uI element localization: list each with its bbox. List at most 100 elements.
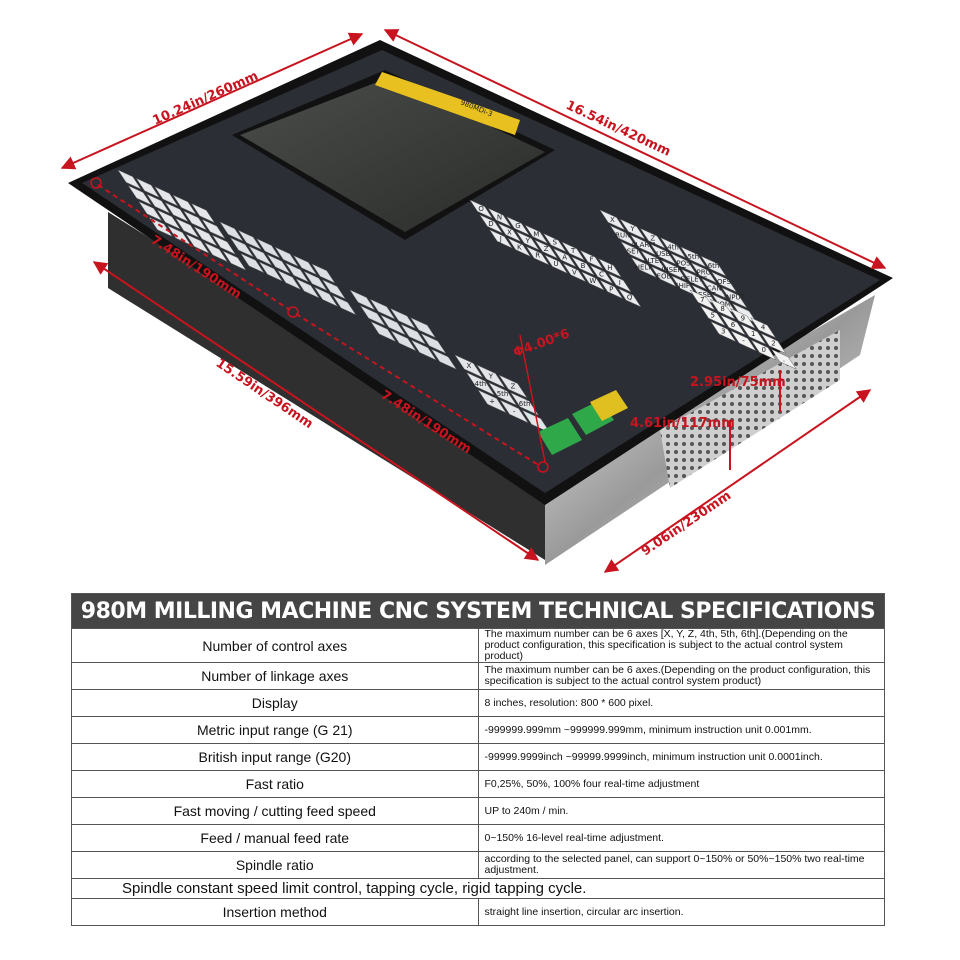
digit-key <box>699 305 726 327</box>
left-key <box>117 169 142 190</box>
left-key <box>185 233 210 254</box>
table-row: British input range (G20)-99999.9999inch… <box>71 743 885 771</box>
spec-value: according to the selected panel, can sup… <box>477 851 885 879</box>
left-key <box>172 194 197 215</box>
left-key <box>164 202 189 223</box>
address-key-label: Z <box>544 245 549 253</box>
address-key-label: S <box>553 239 558 247</box>
digit-key <box>710 321 737 343</box>
digit-key <box>709 298 736 320</box>
digit-key <box>740 323 767 345</box>
address-key <box>599 279 624 299</box>
digit-key <box>750 339 777 361</box>
spec-parameter: Number of linkage axes <box>71 662 479 690</box>
jog-key-label: 6th <box>519 400 531 408</box>
function-key-label: HOME <box>714 300 735 308</box>
function-key-label: RESET <box>693 291 716 299</box>
spec-value: 8 inches, resolution: 800 * 600 pixel. <box>477 689 885 717</box>
spec-value: 0~150% 16-level real-time adjustment. <box>477 824 885 852</box>
mid-key <box>229 237 254 258</box>
address-key-label: H <box>607 264 612 272</box>
cycle-start-button <box>538 418 582 455</box>
function-key <box>721 287 748 309</box>
function-key-label: SHIFT <box>674 282 695 290</box>
function-key-label: EOB <box>657 273 672 281</box>
spec-value: The maximum number can be 6 axes [X, Y, … <box>477 628 885 663</box>
address-key-label: O <box>478 205 484 213</box>
spec-parameter: Fast moving / cutting feed speed <box>71 797 479 825</box>
address-key-label: G <box>515 222 520 230</box>
function-key <box>650 266 677 288</box>
address-key <box>607 273 632 293</box>
digit-key-label: 6 <box>731 321 736 329</box>
jog-key-label: + <box>489 397 495 405</box>
spec-parameter: Insertion method <box>71 898 479 926</box>
address-key-label: I <box>619 279 621 287</box>
table-row-merged: Spindle constant speed limit control, ta… <box>71 878 885 899</box>
digit-key-label: 9 <box>741 314 745 322</box>
jog-key-label: 5th <box>497 390 509 398</box>
function-key-label: DELETE <box>681 275 708 283</box>
digit-key <box>719 314 747 336</box>
spec-value: The maximum number can be 6 axes.(Depend… <box>477 662 885 690</box>
digit-key <box>729 307 756 329</box>
address-key-label: U <box>553 260 558 268</box>
address-key-label: M <box>533 230 539 238</box>
digit-key-label: 0 <box>761 346 765 354</box>
left-keypad <box>117 169 247 271</box>
address-key <box>589 264 614 285</box>
left-key <box>193 226 218 247</box>
left-key <box>135 177 160 199</box>
address-key-label: F <box>590 255 594 263</box>
address-key <box>581 271 605 291</box>
spec-table: 980M MILLING MACHINE CNC SYSTEM TECHNICA… <box>71 593 885 926</box>
jog-key-label: Y <box>488 372 494 380</box>
left-key <box>154 186 179 207</box>
dimension-lines <box>60 29 887 573</box>
function-key-label: INPUT <box>724 294 746 302</box>
digit-key <box>730 330 757 352</box>
address-key-label: V <box>572 269 577 277</box>
jog-key-label: Z <box>511 382 516 390</box>
digit-key-label: 7 <box>700 296 704 304</box>
spec-value: UP to 240m / min. <box>477 797 885 825</box>
left-key <box>201 218 226 240</box>
mid-key <box>256 238 281 259</box>
function-key-label: INSERT <box>661 266 687 274</box>
spec-parameter: Number of control axes <box>71 628 479 663</box>
digit-key <box>770 348 797 370</box>
address-key-label: K <box>517 243 522 251</box>
address-key-label: J <box>499 235 502 243</box>
spec-parameter: Fast ratio <box>71 770 479 798</box>
spec-parameter: Metric input range (G 21) <box>71 716 479 744</box>
function-key <box>710 271 738 293</box>
left-key <box>174 217 200 239</box>
jog-key-label: X <box>466 362 471 370</box>
address-key-label: A <box>562 254 567 262</box>
address-key-label: Q <box>627 294 633 302</box>
digit-key-label: - <box>742 337 745 345</box>
address-key-label: C <box>599 270 604 278</box>
address-key <box>617 288 642 308</box>
dim-bottom-right: 9.06in/230mm <box>639 488 734 559</box>
left-key <box>190 203 216 224</box>
function-key <box>701 277 728 300</box>
spec-merged-value: Spindle constant speed limit control, ta… <box>71 878 885 899</box>
digit-key-label: 1 <box>751 330 755 338</box>
function-key-label: X <box>610 216 615 224</box>
spec-value: straight line insertion, circular arc in… <box>477 898 885 926</box>
address-key-label: T <box>570 247 576 255</box>
left-key <box>156 209 181 230</box>
function-key-label: RUN <box>615 232 630 240</box>
spec-value: -999999.999mm ~999999.999mm, minimum ins… <box>477 716 885 744</box>
table-title: 980M MILLING MACHINE CNC SYSTEM TECHNICA… <box>71 593 885 629</box>
digit-key-label: 3 <box>721 328 725 336</box>
left-key <box>182 210 208 231</box>
mid-key <box>237 229 262 251</box>
